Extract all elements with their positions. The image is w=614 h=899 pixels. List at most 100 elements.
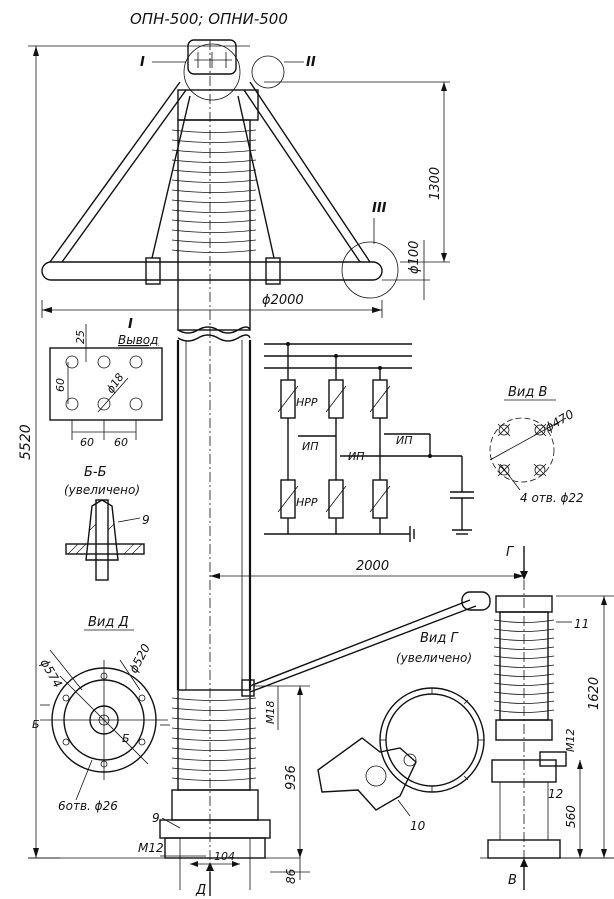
- dim-d100: ϕ100: [382, 240, 430, 300]
- insulator-rib: [171, 149, 257, 153]
- insulator-rib: [493, 700, 555, 704]
- callout-I: I: [140, 55, 145, 70]
- insulator-rib: [171, 139, 257, 143]
- view-G-title: Вид Г: [420, 631, 459, 646]
- insulator-rib: [171, 717, 257, 721]
- view-G-item10: 10: [410, 819, 426, 833]
- dim-560: 560: [564, 760, 583, 858]
- overall-height-dimension: 5520: [18, 45, 250, 859]
- insulator-rib: [171, 219, 257, 223]
- insulator-rib: [171, 707, 257, 711]
- right-insulator: [487, 580, 572, 880]
- insulator-rib: [171, 767, 257, 771]
- detail-I: I Вывод 25 60 ϕ18 60 60: [49, 317, 163, 449]
- bracket-arm: [241, 591, 491, 697]
- insulator-rib: [171, 199, 257, 203]
- dim-1300: 1300: [264, 81, 450, 263]
- npp-label-top: НРР: [296, 396, 318, 409]
- view-D: Вид Д ϕ574 ϕ520 Б Б 6отв. ϕ26: [32, 615, 170, 813]
- view-G: Вид Г (увеличено) 10: [317, 631, 485, 833]
- dim-104: 104: [190, 850, 240, 867]
- view-D-B-right: Б: [122, 732, 130, 745]
- dim-d2000-label: ϕ2000: [262, 293, 304, 308]
- dim-1620-label: 1620: [587, 677, 602, 710]
- marker-V: В: [508, 873, 517, 888]
- height-5520-label: 5520: [18, 424, 34, 460]
- insulator-rib: [171, 239, 257, 243]
- detail-I-25: 25: [74, 330, 87, 344]
- insulator-rib: [493, 709, 555, 713]
- insulator-rib: [493, 619, 555, 623]
- insulator-rib: [171, 159, 257, 163]
- callout-III: III: [372, 201, 387, 216]
- dim-560-label: 560: [564, 805, 578, 828]
- insulator-rib: [171, 727, 257, 731]
- view-D-d574: ϕ574: [37, 657, 65, 691]
- dim-104-label: 104: [214, 850, 235, 863]
- item-11-label: 11: [574, 617, 589, 631]
- insulator-rib: [493, 646, 555, 650]
- dim-936-label: 936: [284, 765, 299, 790]
- insulator-rib: [171, 129, 257, 133]
- view-V-title: Вид В: [508, 385, 547, 400]
- dim-span-2000: 2000: [210, 559, 524, 579]
- insulator-rib: [493, 628, 555, 632]
- insulator-rib: [171, 229, 257, 233]
- insulator-rib: [171, 209, 257, 213]
- detail-I-title: I: [128, 317, 133, 332]
- insulator-rib: [493, 655, 555, 659]
- insulator-rib: [171, 697, 257, 701]
- ip-label-3: ИП: [396, 434, 413, 447]
- view-D-d520: ϕ520: [126, 641, 153, 675]
- view-D-B-left: Б: [32, 718, 40, 731]
- insulator-rib: [171, 169, 257, 173]
- detail-I-60-vertical: 60: [54, 378, 67, 392]
- dim-1300-label: 1300: [428, 167, 443, 200]
- dim-m18: М18: [264, 701, 277, 725]
- insulator-rib: [493, 691, 555, 695]
- marker-D: Д: [195, 883, 206, 898]
- insulator-rib: [171, 757, 257, 761]
- view-G-subtitle: (увеличено): [396, 651, 472, 665]
- insulator-rib: [171, 737, 257, 741]
- dim-2000-label: 2000: [356, 559, 389, 574]
- insulator-rib: [171, 249, 257, 253]
- callout-II: II: [306, 55, 316, 70]
- view-D-title: Вид Д: [88, 615, 129, 630]
- marker-G: Г: [506, 545, 515, 560]
- section-BB-subtitle: (увеличено): [64, 483, 140, 497]
- detail-I-60-b: 60: [114, 436, 128, 449]
- insulator-rib: [493, 637, 555, 641]
- section-BB: Б-Б (увеличено) 9: [64, 465, 150, 581]
- section-BB-title: Б-Б: [84, 465, 107, 480]
- item-12-label: 12: [548, 787, 563, 801]
- dim-936: 936: [254, 685, 310, 858]
- wiring-schematic: НРР НРР ИП ИП ИП: [264, 342, 474, 542]
- insulator-rib: [171, 179, 257, 183]
- view-V: Вид В ϕ470 4 отв. ϕ22: [489, 385, 584, 505]
- dim-m12-right: М12: [564, 729, 577, 753]
- dim-d100-label: ϕ100: [407, 241, 422, 274]
- npp-label-bottom: НРР: [296, 496, 318, 509]
- insulator-rib: [493, 682, 555, 686]
- detail-I-60-a: 60: [80, 436, 94, 449]
- insulator-rib: [171, 189, 257, 193]
- section-BB-item: 9: [142, 513, 150, 527]
- view-V-d470: ϕ470: [543, 407, 577, 435]
- ip-label-2: ИП: [348, 450, 365, 463]
- dim-86: 86: [270, 858, 310, 884]
- drawing-title: ОПН-500; ОПНИ-500: [130, 10, 288, 28]
- insulator-rib: [171, 777, 257, 781]
- insulator-rib: [493, 673, 555, 677]
- insulator-rib: [493, 664, 555, 668]
- insulator-rib: [171, 747, 257, 751]
- item-9-label: 9: [152, 811, 160, 825]
- view-D-holes: 6отв. ϕ26: [58, 799, 118, 813]
- dim-d2000: ϕ2000: [41, 293, 383, 318]
- dim-86-label: 86: [284, 868, 298, 884]
- dim-m12-left: М12: [138, 841, 164, 855]
- view-V-holes: 4 отв. ϕ22: [520, 491, 584, 505]
- grading-ring: [41, 43, 399, 299]
